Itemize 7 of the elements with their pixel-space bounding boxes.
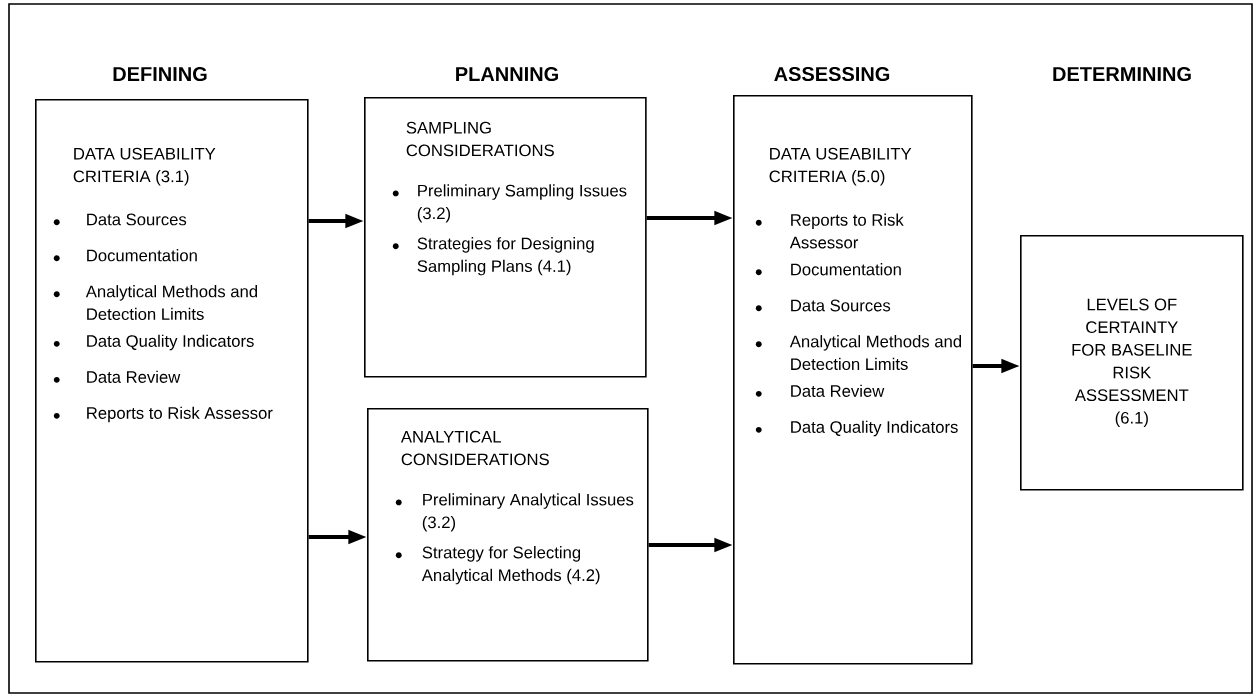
column-heading: DEFINING [113, 66, 207, 82]
process-box: LEVELS OF CERTAINTY FOR BASELINE RISK ASSESSMENT (6.1) [1020, 235, 1244, 491]
process-box: SAMPLING CONSIDERATIONS Preliminary Sampling Issues (3.2) Strategies for Designing Sampling Plans (4.1) [364, 97, 647, 378]
process-box: DATA USEABILITY CRITERIA (3.1) Data Sources Documentation Analytical Methods and Detection Limits Data Quality Indicators Data Review Reports to Risk Assessor [35, 99, 309, 663]
process-box: DATA USEABILITY CRITERIA (5.0) Reports to Risk Assessor Documentation Data Sources Analytical Methods and Detection Limits Data Review Data Quality Indicators [733, 95, 973, 665]
column-heading: DETERMINING [1053, 66, 1191, 82]
process-box: ANALYTICAL CONSIDERATIONS Preliminary Analytical Issues (3.2) Strategy for Selecting Analytical Methods (4.2) [367, 408, 649, 662]
